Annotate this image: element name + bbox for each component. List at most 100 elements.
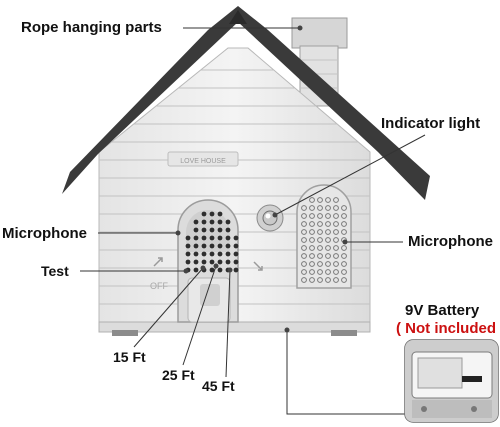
grille-hole [301, 277, 307, 283]
switch-markings [153, 257, 263, 271]
grille-hole [209, 259, 215, 265]
grille-hole [209, 243, 215, 249]
grille-hole [317, 229, 323, 235]
grille-hole [225, 251, 231, 257]
label-test: Test [41, 263, 69, 279]
grille-hole [225, 227, 231, 233]
label-microphone-left: Microphone [2, 225, 87, 242]
grille-hole [341, 213, 347, 219]
grille-hole [325, 237, 331, 243]
grille-hole [233, 235, 239, 241]
grille-hole [341, 269, 347, 275]
grille-hole [193, 243, 199, 249]
grille-hole [301, 221, 307, 227]
grille-hole [341, 277, 347, 283]
grille-hole [333, 245, 339, 251]
label-9v-battery: 9V Battery [405, 302, 480, 319]
label-45-ft: 45 Ft [202, 378, 235, 394]
grille-hole [217, 267, 223, 273]
grille-hole [317, 205, 323, 211]
grille-hole [325, 213, 331, 219]
label-microphone-right: Microphone [408, 233, 493, 250]
grille-hole [193, 267, 199, 273]
grille-hole [193, 219, 199, 225]
grille-hole [185, 235, 191, 241]
grille-hole [317, 213, 323, 219]
grille-hole [325, 221, 331, 227]
grille-hole [309, 253, 315, 259]
grille-hole [317, 253, 323, 259]
grille-hole [317, 277, 323, 283]
grille-hole [209, 251, 215, 257]
grille-hole [325, 269, 331, 275]
grille-hole [317, 269, 323, 275]
grille-hole [201, 235, 207, 241]
grille-hole [309, 197, 315, 203]
grille-hole [209, 267, 215, 273]
grille-hole [301, 269, 307, 275]
love-house-sign: LOVE HOUSE [167, 151, 239, 167]
grille-hole [341, 245, 347, 251]
grille-hole [341, 253, 347, 259]
grille-hole [301, 213, 307, 219]
grille-hole [325, 197, 331, 203]
grille-hole [201, 251, 207, 257]
grille-hole [225, 259, 231, 265]
grille-hole [201, 211, 207, 217]
label-rope-hanging-parts: Rope hanging parts [21, 19, 162, 36]
grille-hole [217, 219, 223, 225]
grille-hole [333, 269, 339, 275]
grille-hole [185, 259, 191, 265]
grille-hole [341, 229, 347, 235]
grille-hole [309, 245, 315, 251]
off-marking: OFF [150, 281, 168, 291]
grille-hole [333, 221, 339, 227]
grille-hole [325, 229, 331, 235]
label-indicator-light: Indicator light [381, 115, 481, 132]
grille-hole [217, 251, 223, 257]
grille-hole [233, 251, 239, 257]
grille-hole [193, 227, 199, 233]
grille-hole [301, 205, 307, 211]
svg-text:LOVE HOUSE: LOVE HOUSE [180, 158, 226, 165]
leader-dots [175, 25, 348, 333]
indicator-light [256, 204, 284, 232]
grille-hole [309, 213, 315, 219]
grille-hole [225, 243, 231, 249]
grille-hole [185, 243, 191, 249]
grille-hole [309, 229, 315, 235]
grille-hole [333, 253, 339, 259]
grille-hole [217, 243, 223, 249]
grille-hole [309, 221, 315, 227]
grille-hole [225, 219, 231, 225]
grille-hole [185, 251, 191, 257]
grille-hole [325, 245, 331, 251]
grille-hole [301, 253, 307, 259]
label-15-ft: 15 Ft [113, 349, 146, 365]
grille-hole [309, 269, 315, 275]
grille-hole [225, 235, 231, 241]
grille-hole [217, 227, 223, 233]
grille-hole [201, 259, 207, 265]
grille-hole [317, 197, 323, 203]
grille-hole [209, 227, 215, 233]
right-microphone-window [296, 184, 352, 289]
grille-hole [217, 235, 223, 241]
grille-hole [325, 205, 331, 211]
left-speaker-window [177, 199, 239, 323]
grille-hole [301, 229, 307, 235]
grille-hole [333, 229, 339, 235]
grille-hole [201, 227, 207, 233]
grille-hole [301, 261, 307, 267]
grille-hole [325, 253, 331, 259]
grille-hole [317, 261, 323, 267]
grille-hole [309, 205, 315, 211]
grille-hole [341, 261, 347, 267]
label-25-ft: 25 Ft [162, 367, 195, 383]
grille-hole [341, 205, 347, 211]
grille-hole [233, 267, 239, 273]
grille-hole [301, 245, 307, 251]
grille-hole [317, 221, 323, 227]
